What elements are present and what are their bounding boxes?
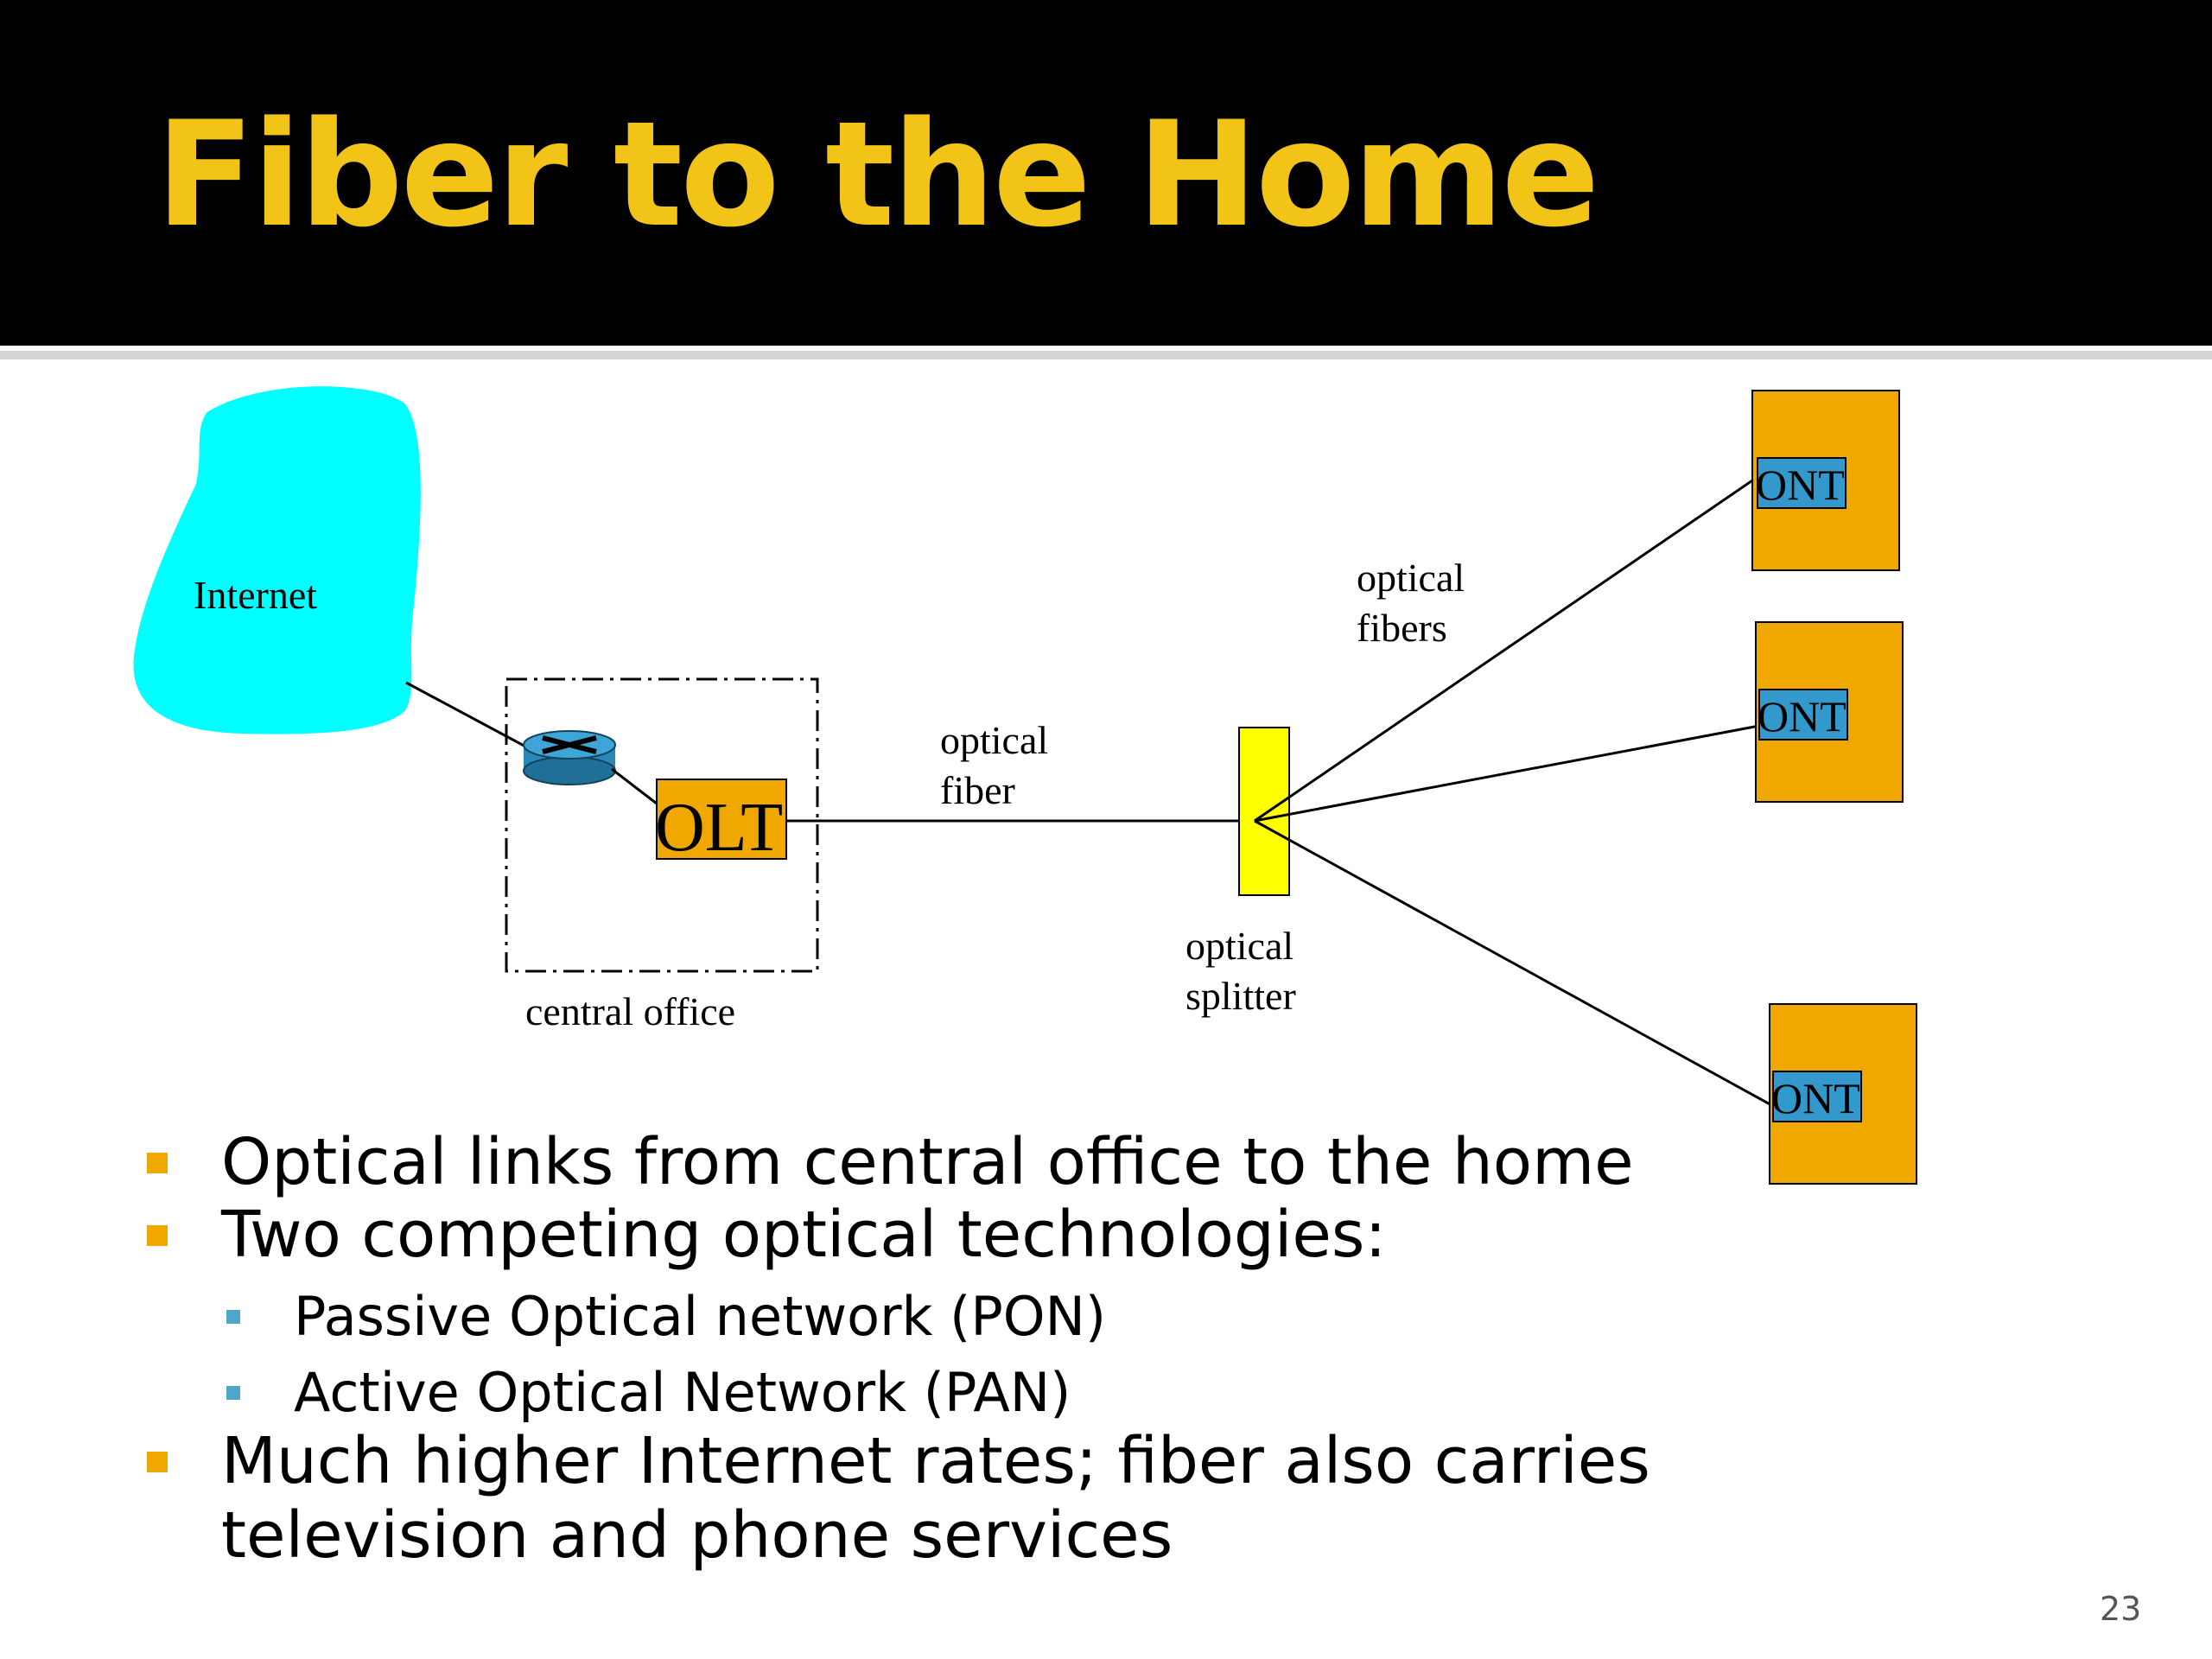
bullet-item: Much higher Internet rates; fiber also c… (147, 1424, 1650, 1573)
ont-label-2: ONT (1758, 692, 1847, 741)
title-divider (0, 351, 2212, 359)
branch-fiber-1 (1254, 475, 1758, 823)
bullet-marker (147, 1153, 168, 1173)
sub-bullet-item: Passive Optical network (PON) (226, 1284, 1106, 1350)
optical-splitter-label-line1: optical (1185, 924, 1294, 968)
optical-fiber-label-line2: fiber (940, 768, 1015, 812)
bullet-marker (147, 1452, 168, 1472)
ont-label-3: ONT (1771, 1074, 1860, 1122)
bullet-text: Much higher Internet rates; fiber also c… (221, 1424, 1650, 1573)
bullet-line: television and phone services (221, 1498, 1173, 1573)
ont-tag-1 (1757, 457, 1847, 509)
bullet-marker (147, 1225, 168, 1246)
bullet-item: Two competing optical technologies: (147, 1198, 1386, 1272)
sub-bullet-marker (226, 1310, 240, 1324)
optical-splitter-label-line2: splitter (1185, 974, 1296, 1018)
branch-fiber-3 (1254, 819, 1774, 1108)
optical-fiber-label-line1: optical (940, 718, 1048, 762)
bullet-item: Optical links from central office to the… (147, 1125, 1634, 1199)
bullet-line: Much higher Internet rates; fiber also c… (221, 1424, 1650, 1498)
olt-box (656, 779, 787, 860)
optical-fibers-label-line1: optical (1357, 556, 1465, 600)
branch-fiber-2 (1254, 724, 1760, 823)
title-bar: Fiber to the Home (0, 0, 2212, 346)
bullet-text: Two competing optical technologies: (221, 1198, 1387, 1272)
slide-title: Fiber to the Home (156, 90, 1599, 259)
slide-number: 23 (2100, 1590, 2142, 1628)
internet-label: Internet (194, 573, 317, 617)
internet-cloud (133, 386, 421, 734)
olt-label: OLT (655, 790, 783, 866)
bullet-text: Passive Optical network (PON) (294, 1285, 1107, 1348)
bullet-text: Optical links from central office to the… (221, 1125, 1634, 1199)
central-office-box (505, 677, 819, 973)
sub-bullet-item: Active Optical Network (PAN) (226, 1360, 1071, 1426)
ont-tag-3 (1772, 1071, 1862, 1122)
bullet-text: Active Optical Network (PAN) (294, 1361, 1071, 1424)
internet-router-link (405, 681, 530, 750)
router-olt-link (611, 767, 658, 805)
optical-splitter (1238, 727, 1290, 896)
ont-label-1: ONT (1756, 461, 1845, 509)
ont-tag-2 (1758, 689, 1848, 741)
optical-fibers-label-line2: fibers (1357, 606, 1447, 650)
central-office-label: central office (525, 989, 735, 1033)
sub-bullet-marker (226, 1386, 240, 1400)
